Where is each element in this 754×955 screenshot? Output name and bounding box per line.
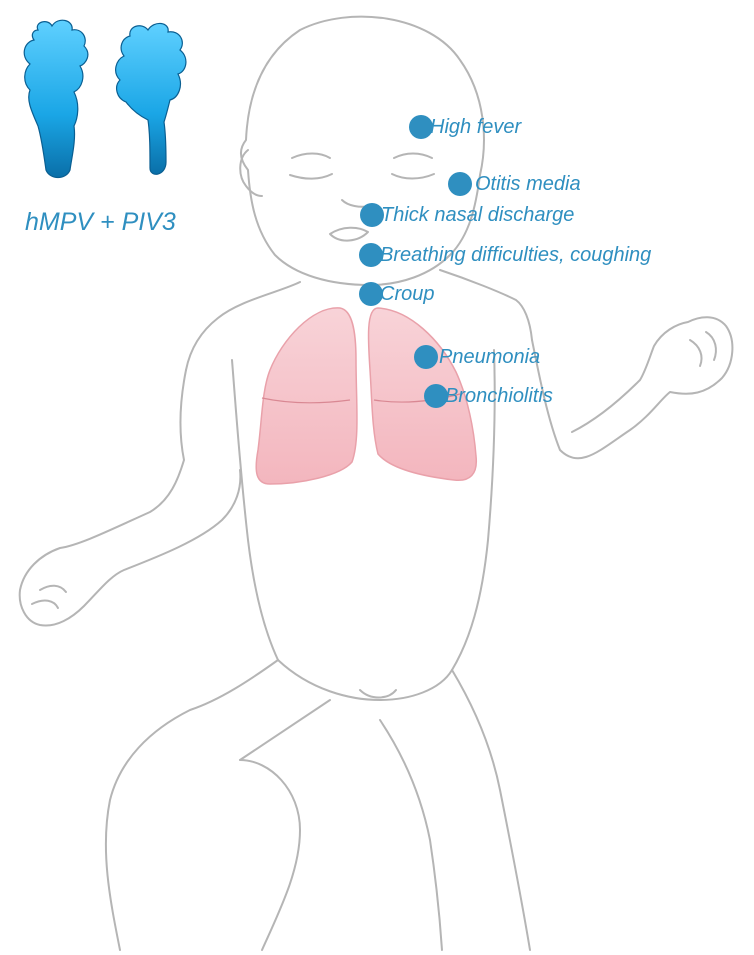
piv3-virus-icon xyxy=(116,23,186,174)
symptom-breathing-difficulties: Breathing difficulties, coughing xyxy=(359,243,651,267)
symptom-pneumonia: Pneumonia xyxy=(414,345,540,369)
symptom-label: Breathing difficulties, coughing xyxy=(380,244,651,267)
symptom-label: Otitis media xyxy=(475,173,581,196)
symptom-bronchiolitis: Bronchiolitis xyxy=(424,384,553,408)
hmpv-virus-icon xyxy=(24,20,88,177)
symptom-label: High fever xyxy=(430,116,521,139)
symptom-label: Pneumonia xyxy=(439,346,540,369)
symptom-thick-nasal-discharge: Thick nasal discharge xyxy=(360,203,574,227)
symptom-croup: Croup xyxy=(359,282,434,306)
left-lung xyxy=(256,308,357,484)
symptom-high-fever: High fever xyxy=(409,115,521,139)
marker-dot xyxy=(414,345,438,369)
symptom-otitis-media: Otitis media xyxy=(448,172,581,196)
virus-label: hMPV + PIV3 xyxy=(25,208,176,237)
symptom-label: Bronchiolitis xyxy=(445,385,553,408)
symptom-label: Thick nasal discharge xyxy=(381,204,574,227)
symptom-label: Croup xyxy=(380,283,434,306)
marker-dot xyxy=(448,172,472,196)
baby-illustration xyxy=(20,17,733,950)
